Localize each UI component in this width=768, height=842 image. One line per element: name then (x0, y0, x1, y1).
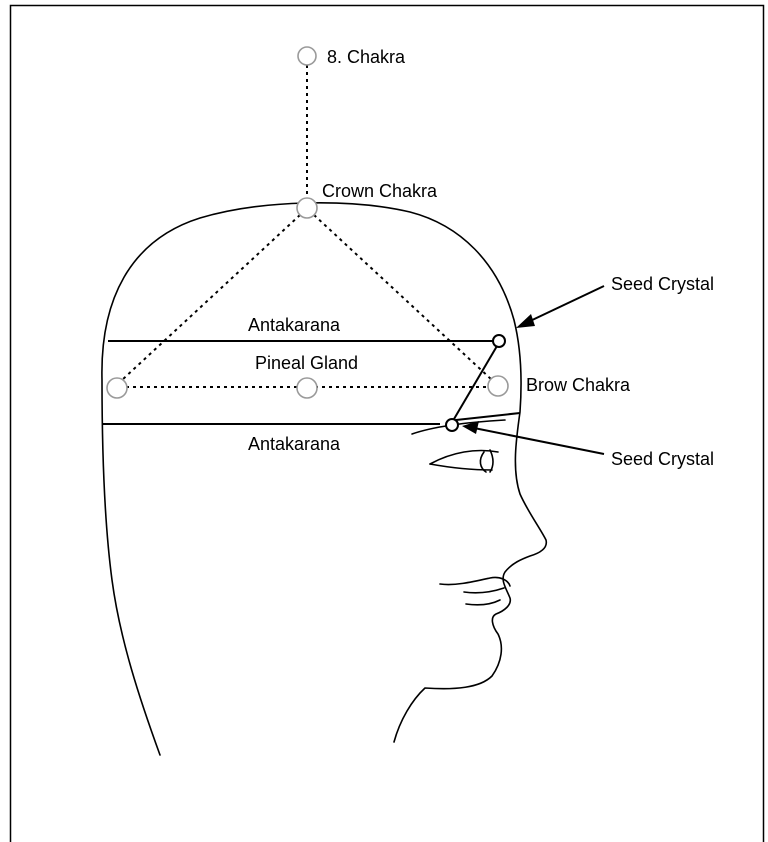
seed-crystal-lower-label: Seed Crystal (611, 449, 714, 469)
pineal-gland-label: Pineal Gland (255, 353, 358, 373)
crown-chakra-circle (297, 198, 317, 218)
mouth-upper (440, 577, 510, 586)
seed-crystal-lower-arrow (474, 428, 604, 454)
seed-crystal-upper-circle (493, 335, 505, 347)
mouth-lower (464, 588, 504, 593)
crown-chakra-label: Crown Chakra (322, 181, 438, 201)
antakarana-lower-label: Antakarana (248, 434, 341, 454)
brow-chakra-label: Brow Chakra (526, 375, 631, 395)
eighth-chakra-circle (298, 47, 316, 65)
eye-crease (490, 450, 493, 472)
seed-crystal-upper-label: Seed Crystal (611, 274, 714, 294)
antakarana-lower-extension (456, 413, 520, 420)
chin-line (466, 600, 500, 605)
antakarana-upper-label: Antakarana (248, 315, 341, 335)
seed-crystal-upper-arrow (528, 286, 604, 322)
eighth-chakra-label: 8. Chakra (327, 47, 406, 67)
left-chakra-circle (107, 378, 127, 398)
eye-upper-lid (430, 451, 498, 465)
head-outline (102, 203, 546, 755)
seed-crystal-lower-circle (446, 419, 458, 431)
brow-chakra-circle (488, 376, 508, 396)
pineal-gland-circle (297, 378, 317, 398)
seed-crystal-upper-arrowhead (516, 314, 535, 328)
